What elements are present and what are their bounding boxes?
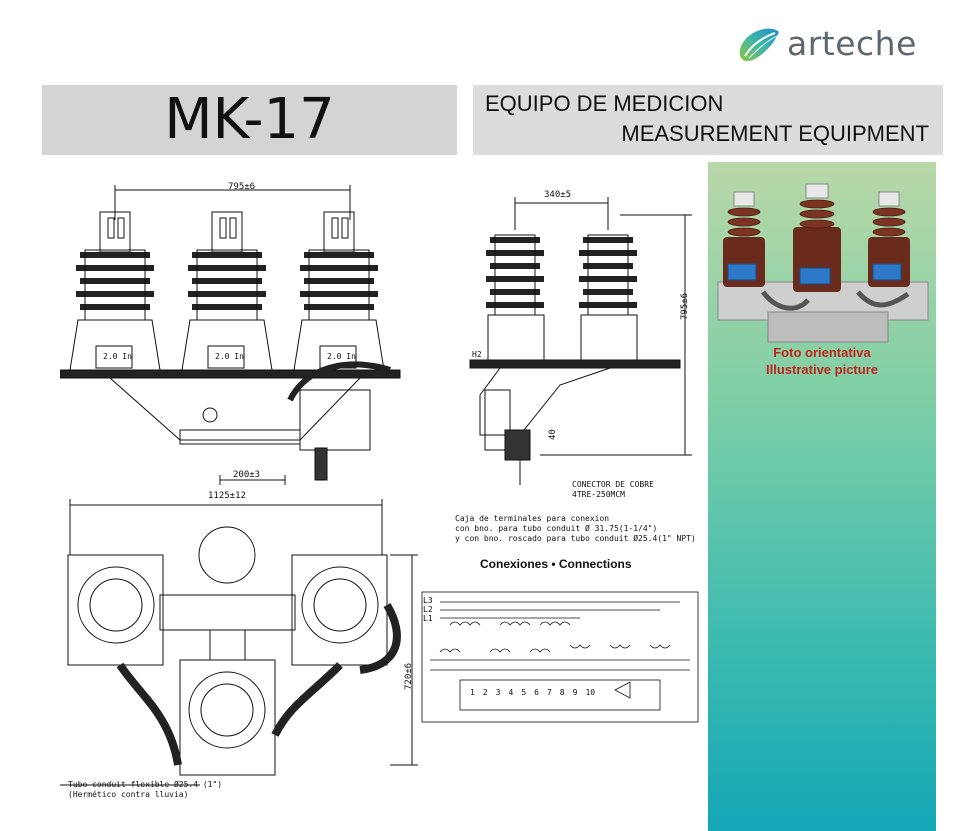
- terminal-4: 4: [508, 688, 514, 697]
- terminal-10: 10: [585, 688, 596, 697]
- front-view-drawing: [60, 185, 401, 485]
- terminal-block: 1 2 3 4 5 6 7 8 9 10: [470, 688, 595, 697]
- terminal-8: 8: [559, 688, 565, 697]
- arteche-logo-icon: [739, 28, 779, 62]
- connections-title: Conexiones • Connections: [480, 557, 632, 571]
- terminal-box-line-2: con bno. para tubo conduit Ø 31.75(1-1/4…: [455, 524, 658, 533]
- subtitle-spanish: EQUIPO DE MEDICION: [485, 91, 724, 116]
- terminal-2: 2: [482, 688, 488, 697]
- top-dim-width: 1125±12: [208, 491, 246, 501]
- conduit-line-2: (Hermético contra lluvia): [68, 790, 189, 799]
- photo-panel: Foto orientativa Illustrative picture: [708, 162, 936, 831]
- side-dim-width: 340±5: [544, 190, 572, 200]
- terminal-5: 5: [521, 688, 527, 697]
- photo-caption-es: Foto orientativa: [773, 345, 871, 360]
- top-view-drawing: [60, 499, 418, 786]
- side-dim-height: 795±6: [680, 292, 690, 320]
- conn-line-l3: L3: [423, 596, 433, 605]
- nameplate-3: 2.0 In: [327, 352, 356, 361]
- terminal-7: 7: [546, 688, 552, 697]
- top-dim-depth: 720±6: [404, 662, 414, 690]
- arteche-logo: arteche: [735, 20, 935, 68]
- conduit-line-1: Tubo conduit flexible Ø25.4 (1"): [68, 780, 223, 789]
- side-h2-label: H2: [472, 350, 482, 359]
- photo-caption: Foto orientativa Illustrative picture: [708, 344, 936, 378]
- terminal-9: 9: [572, 688, 578, 697]
- photo-caption-en: Illustrative picture: [766, 362, 878, 377]
- connector-line-1: CONECTOR DE COBRE: [572, 480, 654, 489]
- terminal-1: 1: [470, 688, 475, 697]
- subtitle-english: MEASUREMENT EQUIPMENT: [621, 121, 929, 146]
- front-dim-width: 795±6: [228, 182, 256, 192]
- terminal-box-line-1: Caja de terminales para conexion: [455, 514, 610, 523]
- model-title: MK-17: [164, 87, 335, 152]
- conn-line-l1: L1: [423, 614, 433, 623]
- nameplate-1: 2.0 In: [103, 352, 132, 361]
- terminal-3: 3: [495, 688, 501, 697]
- brand-name: arteche: [787, 24, 917, 63]
- connector-line-2: 4TRE-250MCM: [572, 490, 625, 499]
- model-title-box: MK-17: [42, 85, 457, 155]
- side-dim-small: 40: [548, 429, 558, 440]
- front-dim-offset: 200±3: [233, 470, 261, 480]
- terminal-box-line-3: y con bno. roscado para tubo conduit Ø25…: [455, 534, 696, 543]
- side-view-drawing: [469, 197, 692, 485]
- subtitle-box: EQUIPO DE MEDICION MEASUREMENT EQUIPMENT: [473, 85, 943, 155]
- terminal-6: 6: [534, 688, 539, 697]
- equipment-photo: [717, 183, 929, 343]
- connections-diagram: [421, 591, 699, 723]
- conn-line-l2: L2: [423, 605, 433, 614]
- nameplate-2: 2.0 In: [215, 352, 244, 361]
